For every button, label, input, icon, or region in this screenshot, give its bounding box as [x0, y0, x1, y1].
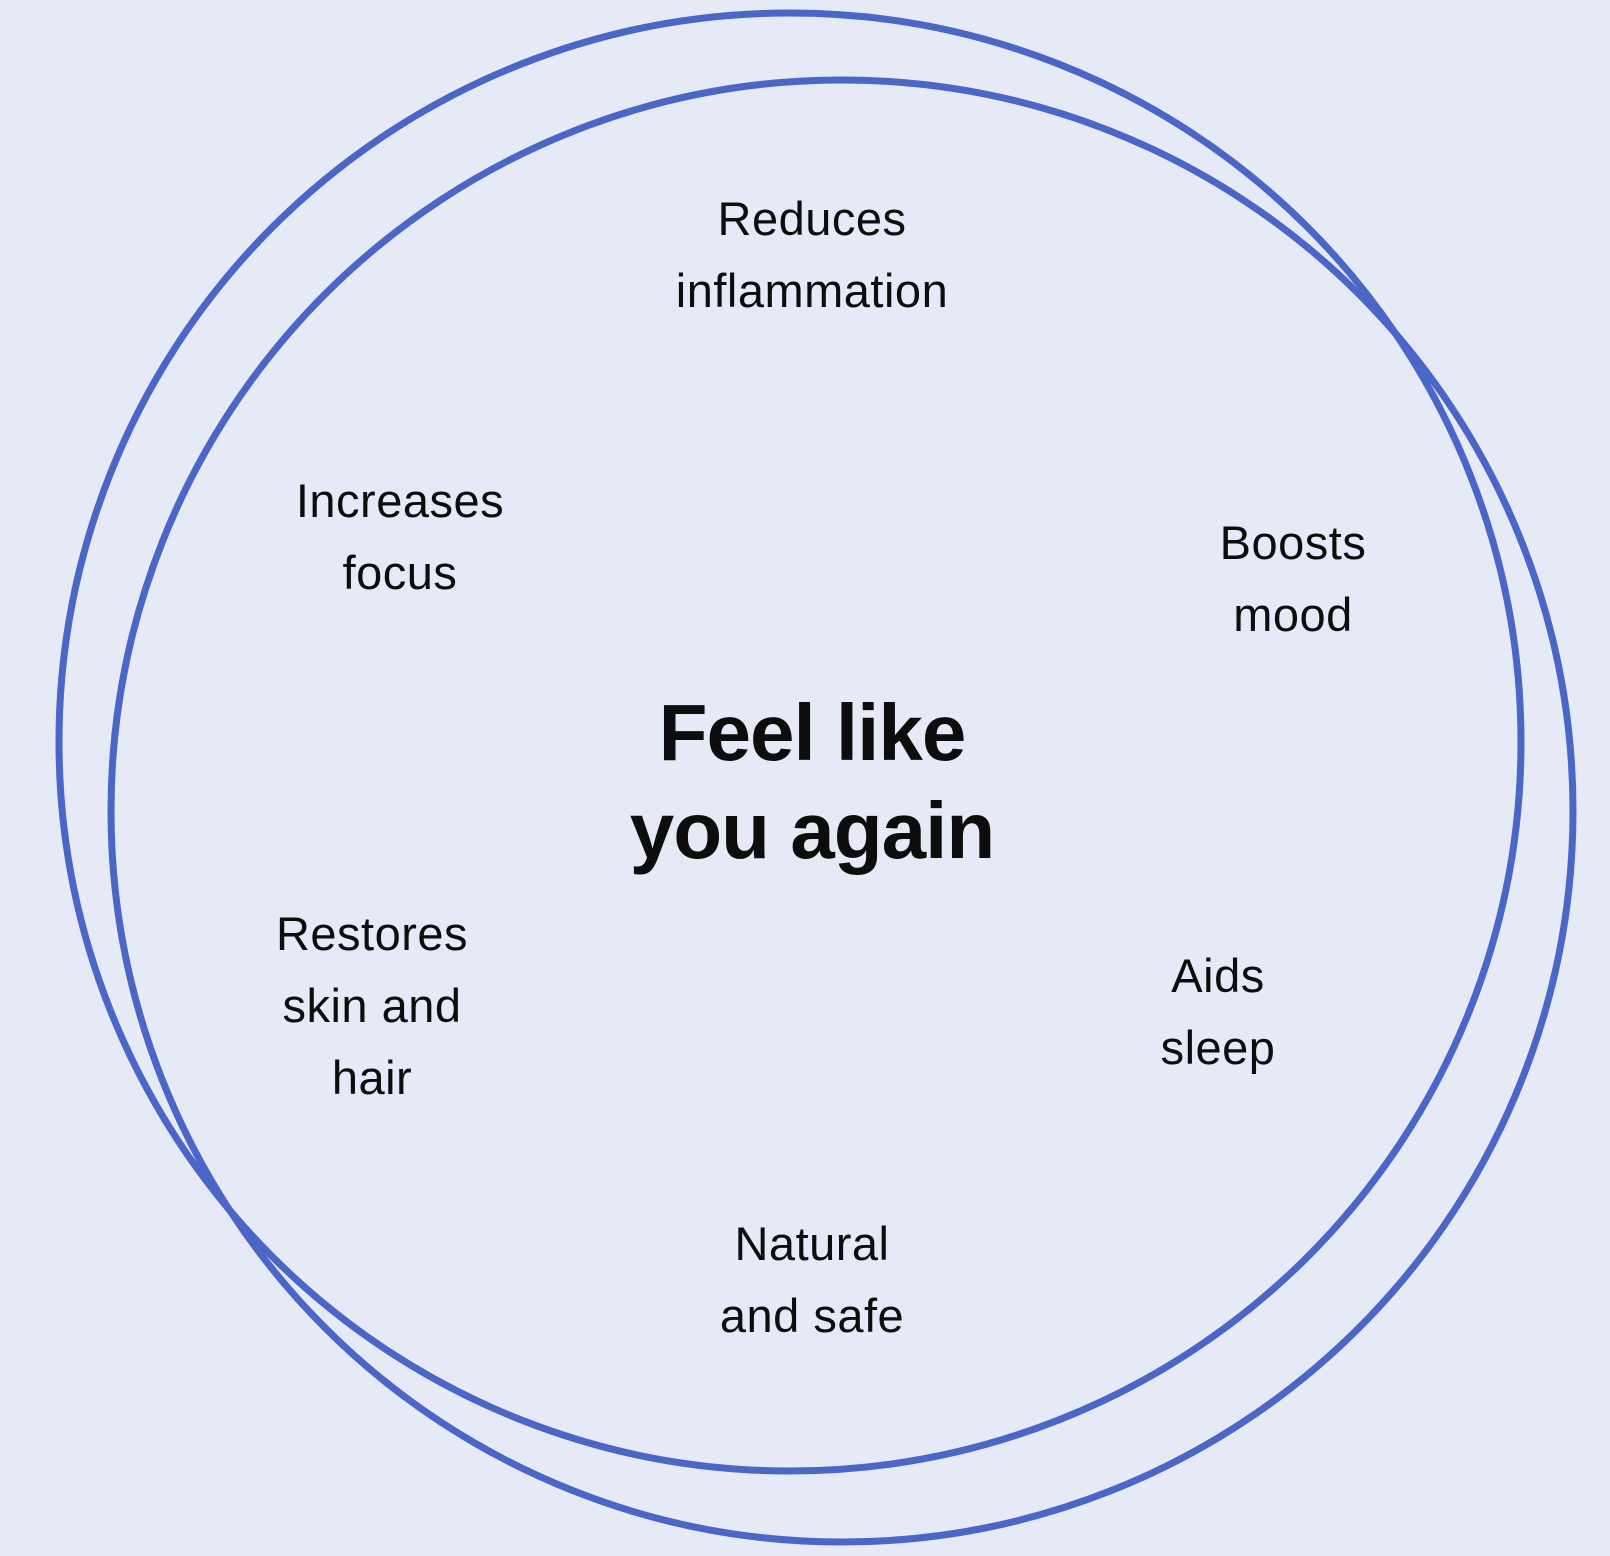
benefit-label: Aids: [1171, 949, 1265, 1002]
benefit-label: sleep: [1160, 1021, 1276, 1074]
benefit-label: Restores: [275, 907, 469, 960]
benefit-label: focus: [342, 546, 458, 599]
benefit-label: Boosts: [1219, 516, 1367, 569]
headline-line-1: Feel like: [658, 688, 967, 777]
benefit-boosts-mood: Boosts mood: [1093, 507, 1493, 651]
benefit-natural-and-safe: Natural and safe: [612, 1208, 1012, 1352]
benefit-label: Natural: [734, 1217, 890, 1270]
benefit-increases-focus: Increases focus: [200, 465, 600, 609]
benefit-label: inflammation: [675, 264, 949, 317]
benefit-label: Increases: [295, 474, 505, 527]
benefit-reduces-inflammation: Reduces inflammation: [612, 183, 1012, 327]
benefit-label: mood: [1233, 588, 1353, 641]
benefit-label: hair: [331, 1051, 413, 1104]
inner-ring: [107, 76, 1577, 1546]
benefit-restores-skin-and-hair: Restores skin and hair: [172, 898, 572, 1114]
outer-ring: [55, 9, 1525, 1475]
headline: Feel like you again: [512, 684, 1112, 880]
benefit-label: skin and: [282, 979, 462, 1032]
benefit-aids-sleep: Aids sleep: [1018, 940, 1418, 1084]
benefit-label: and safe: [719, 1289, 905, 1342]
benefit-label: Reduces: [717, 192, 907, 245]
headline-line-2: you again: [629, 786, 995, 875]
